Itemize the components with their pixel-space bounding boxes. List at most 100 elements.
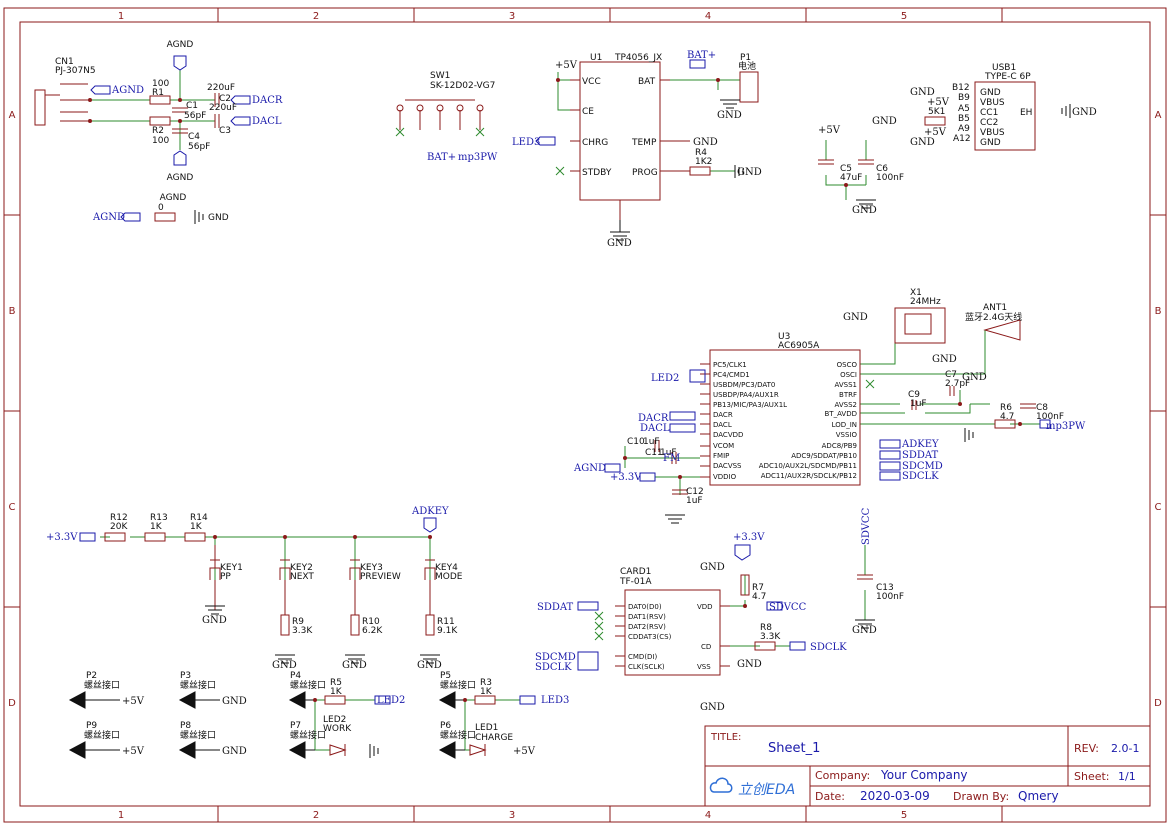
p2-ref: P2 [86,671,97,681]
net-v33-card: +3.3V [733,532,765,543]
col-label-2: 2 [313,11,319,22]
net-led2-bottom: LED2 [377,695,405,706]
r2-ref: R2 [152,126,164,136]
gnd-r10: GND [342,660,367,671]
gnd-label-r0: GND [208,213,229,223]
usb1-pin-eh: EH [1020,108,1032,118]
net-dacr: DACR [252,95,283,106]
gnd-key1: GND [202,615,227,626]
usb1-pin-b5: B5 [958,114,970,124]
title-value: Sheet_1 [768,741,820,756]
r7-value: 4.7 [752,592,766,602]
net-v33-keys: +3.3V [46,532,78,543]
c8-ref: C8 [1036,403,1048,413]
row-label-d: D [8,698,16,709]
u3-pin-pc4: PC4/CMD1 [713,371,750,379]
card-pin-vdd: VDD [697,603,713,611]
u3-pin-lodin: LOD_IN [832,421,857,429]
c6-value: 100nF [876,173,904,183]
row-label-c-right: C [1155,502,1162,513]
net-agnd-u3: AGND [573,463,606,474]
sheet-frame [3,7,1167,823]
u3-pin-adc9: ADC9/SDDAT/PB10 [791,452,857,460]
c9-value: 1uF [910,399,927,409]
row-label-a-right: A [1155,110,1162,121]
card-pin-dat2: DAT2(RSV) [628,623,666,631]
key4-ref: KEY4 [435,563,458,573]
col-label-4: 4 [705,11,711,22]
r10-ref: R10 [362,617,380,627]
c4-ref: C4 [188,132,200,142]
gnd-prog: GND [737,167,762,178]
gnd-card-vss: GND [737,659,762,670]
u3-pin-usbdm: USBDM/PC3/DAT0 [713,381,775,389]
c2-ref: C2 [219,94,231,104]
no-connect-markers [395,127,875,641]
gnd-r9: GND [272,660,297,671]
company-value: Your Company [880,768,968,782]
sheet-label: Sheet: [1074,770,1110,783]
led1-value: CHARGE [475,733,513,743]
power-5v-usb-1: +5V [927,97,950,108]
p9-value: 螺丝接口 [84,729,120,741]
agnd-net-label: AGND [160,193,187,203]
u3-pin-dacr: DACR [713,411,733,419]
card-pin-cddat3: CDDAT3(CS) [628,633,672,641]
row-label-d-right: D [1154,698,1162,709]
u3-pin-osci: OSCI [840,371,857,379]
usb1-pin-cc2: CC2 [980,118,998,128]
r2-value: 100 [152,136,169,146]
p2-value: 螺丝接口 [84,679,120,691]
p4-value: 螺丝接口 [290,679,326,691]
gnd-temp: GND [693,137,718,148]
c1-value: 56pF [184,111,206,121]
card-pin-cd: CD [701,643,711,651]
usb1-value: TYPE-C 6P [984,72,1031,82]
easyeda-logo: 立创EDA [738,782,795,798]
c13-ref: C13 [876,583,894,593]
c6-ref: C6 [876,164,888,174]
card1-value: TF-01A [619,577,652,587]
card-pin-cmd: CMD(DI) [628,653,658,661]
col-label-4-bottom: 4 [705,810,711,821]
u1-pin-temp: TEMP [631,138,657,148]
net-dacr-u3: DACR [638,413,669,424]
c12-ref: C12 [686,487,704,497]
r4-value: 1K2 [695,157,712,167]
usb1-ref: USB1 [992,63,1016,73]
sw1-value: SK-12D02-VG7 [430,81,495,91]
gnd-x1: GND [843,312,868,323]
net-dacl: DACL [252,116,282,127]
power-5v-usb-2: +5V [924,127,947,138]
p1-ref: P1 [740,53,751,63]
u3-pin-dacl: DACL [713,421,732,429]
gnd-p8: GND [222,746,247,757]
ant1-value: 蓝牙2.4G天线 [965,311,1022,323]
col-label-3: 3 [509,11,515,22]
x1-ref: X1 [910,288,922,298]
r12-value: 20K [110,522,128,532]
sheet-value: 1/1 [1118,770,1136,783]
net-led2: LED2 [651,373,679,384]
c2-value: 220uF [207,83,235,93]
net-bat-plus: BAT+ [427,152,456,163]
r3-value: 1K [480,687,493,697]
u3-pin-adc11: ADC11/AUX2R/SDCLK/PB12 [761,472,857,480]
net-sdclk-card: SDCLK [810,642,847,653]
r9-value: 3.3K [292,626,313,636]
company-label: Company: [815,769,870,782]
agnd-top-label: AGND [167,40,194,50]
row-label-b: B [9,306,16,317]
p7-value: 螺丝接口 [290,729,326,741]
u3-pin-dacvdd: DACVDD [713,431,743,439]
gnd-card-top: GND [700,562,725,573]
led1-ref: LED1 [475,723,498,733]
u3-pin-osco: OSCO [837,361,858,369]
cloud-logo-icon [709,777,733,793]
power-5v-led1: +5V [513,746,536,757]
usb1-pin-gnd2: GND [980,138,1001,148]
r12-ref: R12 [110,513,128,523]
